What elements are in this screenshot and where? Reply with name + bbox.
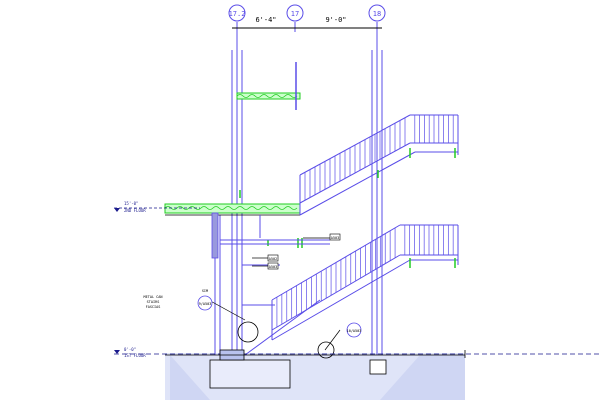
svg-text:FASCIAS: FASCIAS: [146, 305, 161, 309]
svg-text:18: 18: [373, 10, 381, 18]
lower-stair-balusters: [276, 225, 454, 328]
tag-b: A502: [267, 254, 279, 262]
second-floor-slab: [164, 203, 301, 259]
level-marker-2nd: 15'-0" 2ND FLOOR: [114, 201, 200, 213]
svg-text:15'-0": 15'-0": [124, 201, 138, 206]
foundation: [165, 349, 465, 389]
svg-text:1ST FLOOR: 1ST FLOOR: [124, 353, 146, 358]
svg-text:9/A503: 9/A503: [199, 302, 212, 306]
beam: [220, 215, 330, 306]
svg-text:A503: A503: [331, 236, 339, 240]
columns: [214, 32, 383, 355]
svg-text:2ND FLOOR: 2ND FLOOR: [124, 208, 146, 213]
svg-text:10/A503: 10/A503: [347, 329, 362, 333]
note-block: METAL CAN STAIRS FASCIAS: [144, 295, 163, 309]
svg-text:A502: A502: [269, 257, 277, 261]
detail-bubble-2: 10/A503: [346, 322, 362, 338]
svg-text:17: 17: [291, 10, 299, 18]
note-sim: SIM: [202, 289, 208, 293]
grid-bubble-2: 17: [286, 4, 304, 22]
svg-text:0'-0": 0'-0": [124, 347, 136, 352]
level-marker-1st: 0'-0" 1ST FLOOR: [114, 347, 600, 358]
grid-lines: [232, 22, 382, 32]
upper-landing: [236, 62, 301, 110]
svg-text:METAL CAN: METAL CAN: [144, 295, 163, 299]
dimension-1: 6'-4": [255, 16, 276, 24]
tag-c: A503: [267, 262, 279, 270]
upper-stair-balusters: [304, 115, 454, 201]
tag-a: A503: [329, 233, 341, 241]
svg-text:STAIRS: STAIRS: [147, 300, 160, 304]
svg-text:17.2: 17.2: [229, 10, 246, 18]
svg-text:A503: A503: [269, 265, 277, 269]
grid-bubble-3: 18: [368, 4, 386, 22]
detail-bubble-1: 9/A503: [197, 295, 213, 311]
grid-bubble-1: 17.2: [228, 4, 246, 22]
callout-circles: [237, 321, 335, 359]
dimension-2: 9'-0": [325, 16, 346, 24]
